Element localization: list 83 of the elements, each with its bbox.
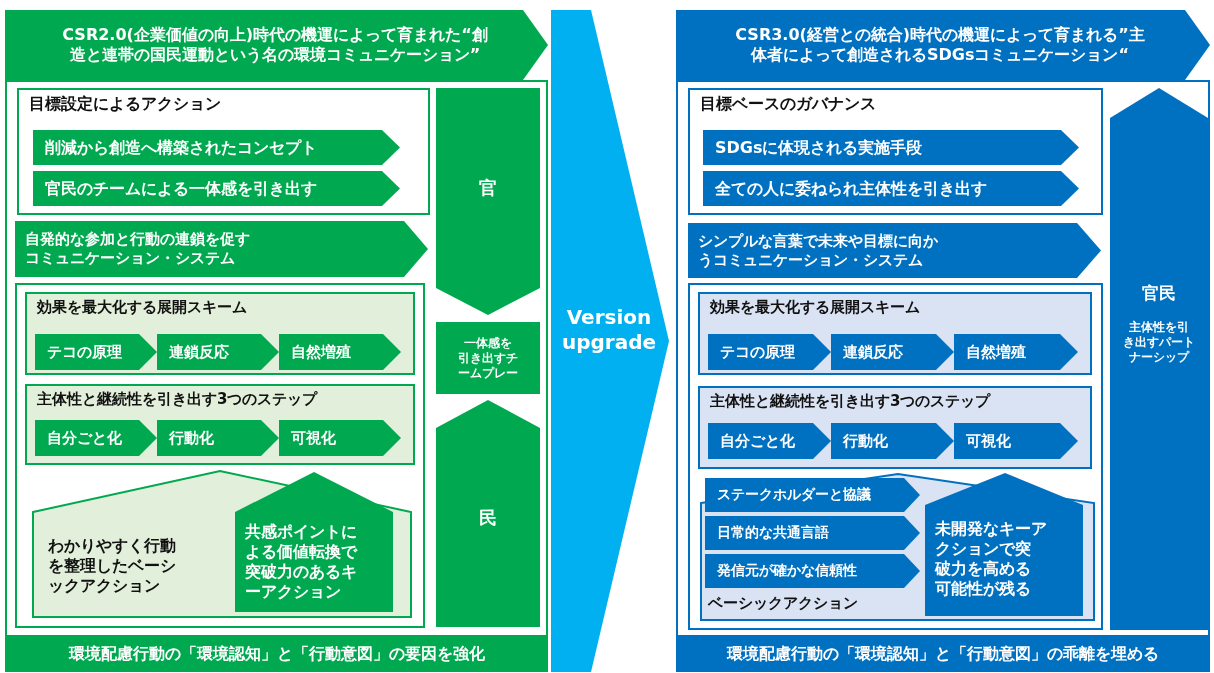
chevron-text: ステークホルダーと協議	[717, 486, 872, 504]
box-text: 一体感を引き出すチームプレー	[457, 335, 519, 381]
chevron-tag	[954, 334, 1078, 370]
chevron-text: シンプルな言葉で未来や目標に向かうコミュニケーション・システム	[698, 231, 939, 270]
group-box	[688, 283, 1103, 630]
house-shape	[700, 473, 1095, 621]
chevron-tag	[954, 423, 1078, 459]
content-box	[698, 292, 1092, 375]
chevron-text: 自分ごと化	[47, 428, 123, 448]
chevron-tag	[35, 420, 157, 456]
chevron-tag	[705, 554, 920, 588]
chevron-tag	[35, 334, 157, 370]
chevron-tag	[157, 420, 279, 456]
footer-text: 環境配慮行動の「環境認知」と「行動意図」の乖離を埋める	[725, 643, 1160, 664]
chevron-text: 行動化	[169, 428, 215, 448]
header-banner	[5, 10, 548, 80]
chevron-text: 連鎖反応	[843, 342, 904, 362]
house-text: ベーシックアクション	[708, 593, 859, 613]
pointed-pillar	[1110, 88, 1208, 630]
house-text: 未開発なキーアクションで突破力を高める可能性が残る	[935, 519, 1048, 599]
house-text: 共感ポイントによる価値転換で突破力のあるキーアクション	[245, 522, 359, 602]
chevron-tag	[831, 423, 954, 459]
chevron-tag	[705, 516, 920, 550]
house-shape	[235, 472, 393, 612]
chevron-text: 自分ごと化	[720, 431, 796, 451]
pointed-pillar	[436, 88, 540, 315]
content-box	[25, 292, 415, 375]
box-heading: 目標ベースのガバナンス	[700, 94, 877, 114]
chevron-text: 日常的な共通言語	[717, 524, 830, 542]
chevron-text: テコの原理	[720, 342, 796, 362]
chevron-tag	[33, 171, 400, 206]
chevron-text: 自然増殖	[291, 342, 352, 362]
arrow-text: 民	[478, 506, 498, 530]
footer-band	[5, 635, 548, 672]
chevron-text: SDGsに体現される実施手段	[715, 137, 924, 158]
chevron-text: 官民のチームによる一体感を引き出す	[45, 178, 318, 199]
chevron-tag	[688, 223, 1101, 278]
chevron-banner	[551, 10, 669, 672]
content-box	[688, 88, 1103, 215]
box-heading: 主体性と継続性を引き出す3つのステップ	[37, 390, 319, 409]
box-heading: 効果を最大化する展開スキーム	[710, 298, 921, 317]
chevron-text: 行動化	[843, 431, 889, 451]
header-text: CSR3.0(経営との統合)時代の機運によって育まれる”主体者によって創造されるSDGsコミュニケーション“	[734, 25, 1146, 65]
group-box	[15, 283, 425, 628]
header-banner	[676, 10, 1210, 80]
chevron-tag	[708, 423, 831, 459]
house-text: わかりやすく行動を整理したベーシックアクション	[48, 536, 177, 596]
content-box	[25, 384, 415, 465]
box-heading: 効果を最大化する展開スキーム	[37, 298, 248, 317]
chevron-tag	[157, 334, 279, 370]
chevron-tag	[703, 171, 1079, 206]
content-box	[17, 88, 430, 215]
arrow-text: 官民	[1141, 283, 1177, 305]
chevron-text: 全ての人に委ねられ主体性を引き出す	[715, 178, 988, 199]
chevron-tag	[15, 221, 428, 277]
footer-band	[676, 635, 1210, 672]
label-box	[436, 322, 540, 394]
chevron-text: 連鎖反応	[169, 342, 230, 362]
chevron-text: 可視化	[966, 431, 1012, 451]
arrow-text: 官	[478, 176, 498, 200]
chevron-tag	[708, 334, 831, 370]
chevron-tag	[705, 478, 920, 512]
box-heading: 目標設定によるアクション	[29, 94, 222, 114]
chevron-tag	[831, 334, 954, 370]
chevron-tag	[279, 420, 401, 456]
chevron-tag	[279, 334, 401, 370]
house-shape	[32, 470, 412, 618]
chevron-tag	[33, 130, 400, 165]
pointed-pillar	[436, 400, 540, 627]
chevron-tag	[703, 130, 1079, 165]
header-text: CSR2.0(企業価値の向上)時代の機運によって育まれた“創造と連帯の国民運動という名の環境コミュニケーション”	[61, 25, 489, 65]
chevron-text: 可視化	[291, 428, 337, 448]
chevron-text: 自然増殖	[966, 342, 1027, 362]
box-heading: 主体性と継続性を引き出す3つのステップ	[710, 392, 992, 411]
content-box	[698, 386, 1092, 469]
arrow-text: 主体性を引き出すパートナーシップ	[1122, 320, 1196, 366]
footer-text: 環境配慮行動の「環境認知」と「行動意図」の要因を強化	[67, 643, 486, 664]
chevron-text: 削減から創造へ構築されたコンセプト	[45, 137, 318, 158]
chevron-text: 発信元が確かな信頼性	[717, 562, 858, 580]
arrow-text: Version upgrade	[560, 305, 658, 355]
chevron-text: 自発的な参加と行動の連鎖を促すコミュニケーション・システム	[25, 230, 251, 268]
chevron-text: テコの原理	[47, 342, 123, 362]
house-shape	[925, 473, 1083, 616]
